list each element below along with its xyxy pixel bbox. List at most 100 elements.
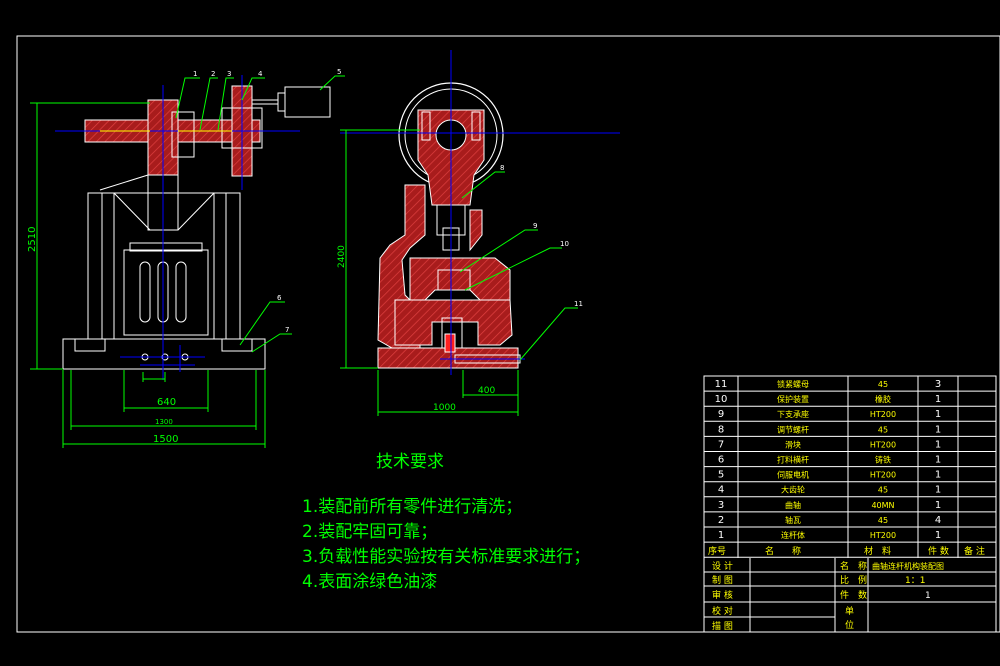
tb-draw: 制 图: [712, 574, 733, 586]
bom-cell-no: 10: [715, 394, 728, 405]
bom-cell-no: 11: [715, 379, 728, 390]
bom-header-name: 名 称: [765, 545, 801, 557]
bom-cell-qty: 1: [935, 439, 941, 450]
bom-cell-qty: 1: [935, 424, 941, 435]
dim-1500: 1500: [153, 434, 178, 445]
tb-unit-label-2: 位: [845, 619, 854, 631]
bom-cell-qty: 1: [935, 455, 941, 466]
callout-1: 1: [193, 70, 197, 78]
bom-table: [703, 375, 997, 633]
bom-cell-material: HT200: [870, 440, 896, 449]
bom-cell-no: 4: [718, 485, 724, 496]
motor-body: [284, 86, 331, 118]
callout-10: 10: [560, 240, 569, 248]
bom-cell-material: HT200: [870, 410, 896, 419]
callout-7: 7: [285, 326, 289, 334]
callout-5: 5: [337, 68, 341, 76]
bom-cell-material: 45: [878, 425, 888, 434]
tb-name-value: 曲轴连杆机构装配图: [872, 561, 944, 571]
bom-cell-material: 40MN: [871, 501, 894, 510]
bom-cell-material: 橡胶: [875, 394, 891, 404]
slider-section: [409, 257, 511, 301]
dim-2400: 2400: [337, 245, 347, 268]
dim-2510: 2510: [27, 227, 38, 252]
callout-11: 11: [574, 300, 583, 308]
bom-header-remark: 备 注: [964, 545, 985, 557]
front-dimensions: [30, 102, 266, 448]
tb-qty-label: 件 数: [840, 589, 867, 601]
bom-cell-material: HT200: [870, 471, 896, 480]
note-3: 3.负载性能实验按有关标准要求进行；: [302, 547, 590, 567]
bom-cell-name: 锁紧螺母: [777, 379, 809, 389]
note-1: 1.装配前所有零件进行清洗；: [302, 497, 522, 517]
bom-cell-name: 曲轴: [785, 500, 801, 510]
side-view: [340, 50, 620, 375]
tb-review: 审 核: [712, 589, 733, 601]
bom-cell-no: 1: [718, 530, 724, 541]
bom-cell-no: 5: [718, 470, 724, 481]
bom-cell-no: 8: [718, 424, 724, 435]
tb-check: 校 对: [712, 605, 733, 617]
bom-cell-material: 45: [878, 380, 888, 389]
bom-cell-name: 滑块: [785, 439, 801, 449]
tb-unit-label-1: 单: [845, 605, 854, 617]
callout-3: 3: [227, 70, 231, 78]
bom-cell-qty: 4: [935, 515, 941, 526]
tb-name-label: 名 称: [840, 560, 867, 572]
dim-400: 400: [478, 386, 495, 396]
bom-cell-qty: 1: [935, 394, 941, 405]
callout-2: 2: [211, 70, 215, 78]
base-plate: [62, 338, 266, 370]
bom-cell-no: 6: [718, 455, 724, 466]
callout-4: 4: [258, 70, 263, 78]
motor-flange: [277, 92, 286, 112]
front-view: [55, 75, 331, 380]
bom-cell-no: 9: [718, 409, 724, 420]
bom-cell-name: 大齿轮: [781, 485, 805, 495]
tb-scale-label: 比 例: [840, 574, 867, 586]
callout-8: 8: [500, 164, 504, 172]
bom-cell-no: 3: [718, 500, 724, 511]
tb-trace: 描 图: [712, 620, 733, 632]
bom-cell-qty: 1: [935, 485, 941, 496]
bom-cell-material: 铸铁: [875, 455, 891, 465]
tb-qty-value: 1: [925, 591, 931, 601]
dim-1300: 1300: [155, 418, 173, 426]
bearing-block: [171, 111, 195, 158]
dim-1000: 1000: [433, 403, 456, 413]
bom-cell-no: 7: [718, 439, 724, 450]
tb-design: 设 计: [712, 560, 733, 572]
note-2: 2.装配牢固可靠；: [302, 522, 437, 542]
frame-body: [87, 192, 241, 340]
bom-cell-name: 调节螺杆: [777, 424, 809, 434]
lower-support: [394, 299, 513, 346]
callout-6: 6: [277, 294, 282, 302]
bom-header-qty: 件 数: [928, 545, 949, 557]
dim-640: 640: [157, 397, 176, 408]
bom-cell-material: 45: [878, 516, 888, 525]
drawing-frame: [16, 35, 1000, 633]
bom-cell-qty: 1: [935, 409, 941, 420]
notes-title: 技术要求: [376, 452, 444, 472]
bom-cell-name: 伺服电机: [777, 470, 809, 480]
bom-cell-qty: 1: [935, 500, 941, 511]
bom-header-no: 序号: [708, 545, 726, 557]
note-4: 4.表面涂绿色油漆: [302, 572, 437, 592]
side-dimensions: [340, 129, 578, 416]
bom-cell-material: 45: [878, 486, 888, 495]
bom-cell-name: 下支承座: [777, 409, 809, 419]
bom-cell-material: HT200: [870, 531, 896, 540]
front-leaders: [175, 75, 345, 353]
bom-cell-name: 保护装置: [777, 394, 809, 404]
bom-cell-qty: 1: [935, 470, 941, 481]
callout-9: 9: [533, 222, 537, 230]
tb-scale-value: 1：1: [905, 576, 925, 586]
bom-cell-name: 连杆体: [781, 530, 805, 540]
bom-cell-no: 2: [718, 515, 724, 526]
bom-cell-name: 打料横杆: [777, 455, 809, 465]
bom-cell-name: 轴瓦: [785, 515, 801, 525]
bom-header-material: 材 料: [864, 545, 891, 557]
